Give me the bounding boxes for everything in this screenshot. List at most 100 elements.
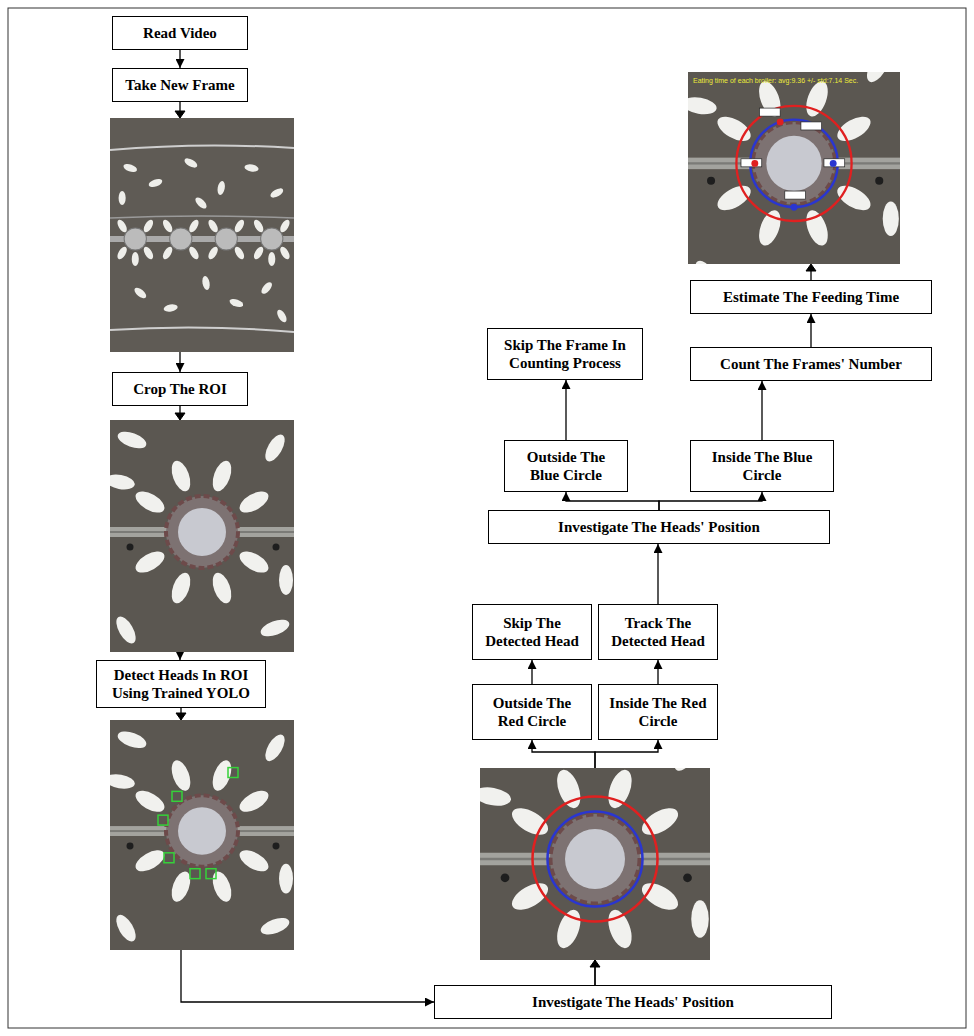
process-box: Investigate The Heads' Position <box>434 985 832 1019</box>
outer-frame <box>8 8 966 1028</box>
farm-photo <box>268 252 275 266</box>
arrow-into-photo <box>175 111 185 118</box>
farm-photo <box>148 177 164 188</box>
process-box: Outside The Red Circle <box>472 684 592 740</box>
box-text: Inside The Blue Circle <box>697 448 827 484</box>
roi-photo <box>104 420 294 652</box>
connector-arrow <box>659 492 762 510</box>
farm-photo <box>170 228 192 250</box>
process-box: Crop The ROI <box>112 372 248 406</box>
box-text: Inside The Red Circle <box>605 694 711 730</box>
farm-photo <box>110 216 294 218</box>
farm-photo <box>229 297 245 308</box>
farm-photo <box>252 245 265 261</box>
result-photo <box>785 191 806 199</box>
circles-photo <box>533 797 658 922</box>
box-text: Crop The ROI <box>133 380 227 398</box>
box-text: Investigate The Heads' Position <box>558 518 760 536</box>
process-box: Detect Heads In ROI Using Trained YOLO <box>96 660 266 708</box>
farm-photo <box>110 327 294 332</box>
farm-photo <box>142 245 155 261</box>
farm-photo <box>207 245 220 261</box>
box-text: Skip The Detected Head <box>479 614 585 650</box>
result-photo <box>751 160 758 167</box>
farm-photo <box>116 245 129 261</box>
detection-photo <box>206 869 216 879</box>
detection-photo <box>228 768 238 778</box>
farm-photo <box>119 191 126 205</box>
connector-arrow <box>566 492 659 510</box>
box-text: Skip The Frame In Counting Process <box>494 336 636 372</box>
process-box: Outside The Blue Circle <box>504 440 628 492</box>
result-photo <box>830 160 837 167</box>
farm-photo <box>110 118 294 352</box>
circles-photo <box>548 812 643 907</box>
farm-photo <box>142 218 155 234</box>
farm-photo <box>110 118 294 352</box>
farm-photo <box>278 245 291 261</box>
result-photo <box>741 159 762 167</box>
farm-photo <box>124 228 146 250</box>
farm-photo <box>161 218 174 234</box>
connector-arrow <box>810 314 811 347</box>
circles-photo <box>473 719 710 1009</box>
arrow-into-photo <box>590 960 600 967</box>
result-photo <box>801 122 822 130</box>
box-text: Take New Frame <box>125 76 234 94</box>
process-box: Inside The Blue Circle <box>690 440 834 492</box>
farm-photo <box>116 156 292 323</box>
farm-photo <box>133 286 148 300</box>
farm-photo <box>275 308 288 324</box>
farm-photo <box>233 245 246 261</box>
arrow-into-photo <box>806 264 816 271</box>
farm-photo <box>244 163 259 172</box>
box-text: Track The Detected Head <box>605 614 711 650</box>
farm-photo <box>216 180 225 195</box>
connector-arrow <box>179 50 180 68</box>
farm-photo <box>110 145 294 150</box>
result-photo <box>681 34 900 301</box>
farm-photo <box>122 162 138 173</box>
arrow-into-photo <box>175 413 185 420</box>
farm-photo <box>201 275 210 290</box>
farm-photo <box>161 245 174 261</box>
result-photo <box>681 34 900 301</box>
connector-arrow <box>531 660 532 684</box>
farm-photo <box>269 186 285 199</box>
process-box: Inside The Red Circle <box>598 684 718 740</box>
detection-photo <box>190 869 200 879</box>
detection-photo <box>164 853 174 863</box>
overlay-text: Eating time of each broiler: avg:9.36 +/… <box>693 77 858 85</box>
farm-photo <box>132 252 139 266</box>
farm-photo <box>215 228 237 250</box>
result-photo <box>791 204 798 211</box>
roi-photo <box>104 420 294 652</box>
connector-arrow <box>657 660 658 684</box>
result-photo <box>759 108 780 116</box>
farm-photo <box>187 218 200 234</box>
farm-photo <box>261 228 283 250</box>
circles-photo <box>473 719 710 1009</box>
process-box: Track The Detected Head <box>598 604 718 660</box>
roi-photo <box>104 420 294 652</box>
detection-photo <box>172 791 182 801</box>
result-photo <box>751 118 836 210</box>
process-box: Skip The Frame In Counting Process <box>487 328 643 380</box>
box-text: Outside The Blue Circle <box>511 448 621 484</box>
result-photo <box>681 34 900 301</box>
circles-photo <box>473 719 710 1009</box>
farm-photo <box>116 218 129 234</box>
arrow-into-photo <box>176 713 186 720</box>
farm-photo <box>110 118 294 352</box>
farm-photo <box>252 218 265 234</box>
connector-arrow <box>565 380 566 440</box>
farm-photo <box>207 218 220 234</box>
farm-photo <box>259 280 274 295</box>
process-box: Read Video <box>112 16 248 50</box>
result-photo <box>777 118 784 125</box>
box-text: Investigate The Heads' Position <box>532 993 734 1011</box>
farm-photo <box>278 218 291 234</box>
result-photo <box>736 106 851 221</box>
detection-photo <box>104 720 294 950</box>
box-text: Read Video <box>143 24 217 42</box>
